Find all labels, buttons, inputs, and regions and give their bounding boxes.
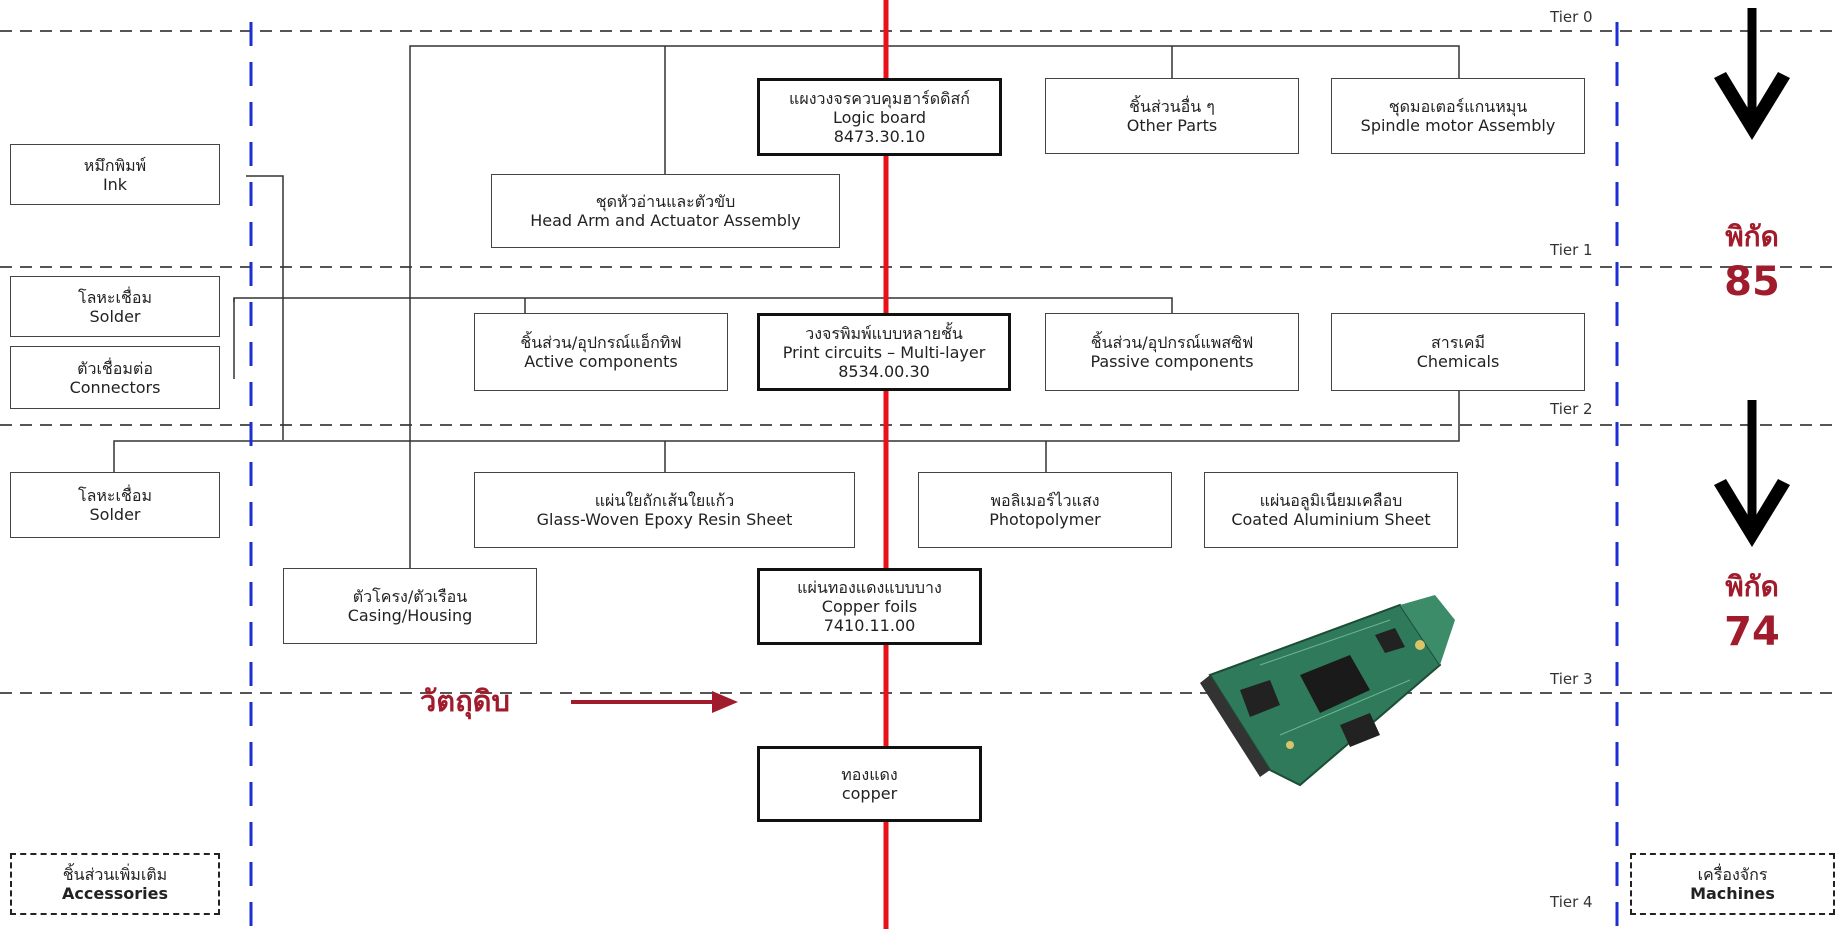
other-parts-en: Other Parts [1126,116,1218,135]
accessories-thai: ชิ้นส่วนเพิ่มเติม [62,865,168,884]
pcb-code: 8534.00.30 [838,361,930,381]
ink-box: หมึกพิมพ์ Ink [10,144,220,205]
pcb-en: Print circuits – Multi-layer [782,342,986,362]
glass-thai: แผ่นใยถักเส้นใยแก้ว [594,491,735,510]
logic-board-thai: แผงวงจรควบคุมฮาร์ดดิสก์ [789,88,970,108]
machines-box: เครื่องจักร Machines [1630,853,1835,915]
tariff-word: พิกัด [1725,220,1779,253]
tariff-number: 74 [1724,609,1780,655]
photopolymer-thai: พอลิเมอร์ไวแสง [990,491,1100,510]
casing-en: Casing/Housing [347,606,473,625]
photopolymer-box: พอลิเมอร์ไวแสง Photopolymer [918,472,1172,548]
circuit-board-image [1200,595,1455,787]
connectors-box: ตัวเชื่อมต่อ Connectors [10,346,220,409]
connectors-en: Connectors [69,377,161,397]
active-thai: ชิ้นส่วน/อุปกรณ์แอ็กทิฟ [520,333,682,352]
tariff-number: 85 [1724,259,1780,305]
tariff-word: พิกัด [1725,570,1779,603]
passive-thai: ชิ้นส่วน/อุปกรณ์แพสซิฟ [1090,333,1254,352]
chemicals-thai: สารเคมี [1430,333,1486,352]
tier-label: Tier 0 [1548,8,1595,26]
machines-thai: เครื่องจักร [1697,865,1768,884]
copper-foils-code: 7410.11.00 [823,616,916,635]
aluminium-thai: แผ่นอลูมิเนียมเคลือบ [1259,491,1403,510]
connectors-thai: ตัวเชื่อมต่อ [77,358,153,378]
logic-board-box: แผงวงจรควบคุมฮาร์ดดิสก์ Logic board 8473… [757,78,1002,156]
copper-box: ทองแดง copper [757,746,982,822]
other-parts-box: ชิ้นส่วนอื่น ๆ Other Parts [1045,78,1299,154]
solder-box-tier1: โลหะเชื่อม Solder [10,276,220,337]
down-arrow-icon [1714,8,1790,140]
logic-board-code: 8473.30.10 [833,126,926,146]
ink-en: Ink [102,174,128,194]
pcb-multilayer-box: วงจรพิมพ์แบบหลายชั้น Print circuits – Mu… [757,313,1011,391]
aluminium-en: Coated Aluminium Sheet [1231,510,1431,529]
casing-thai: ตัวโครง/ตัวเรือน [352,587,468,606]
glass-en: Glass-Woven Epoxy Resin Sheet [536,510,793,529]
tier-label: Tier 4 [1548,893,1595,911]
head-arm-thai: ชุดหัวอ่านและตัวขับ [595,192,736,211]
raw-material-label: วัตถุดิบ [420,684,510,718]
active-components-box: ชิ้นส่วน/อุปกรณ์แอ็กทิฟ Active component… [474,313,728,391]
tariff-74-label: พิกัด 74 [1703,565,1801,655]
pcb-thai: วงจรพิมพ์แบบหลายชั้น [805,323,963,343]
aluminium-sheet-box: แผ่นอลูมิเนียมเคลือบ Coated Aluminium Sh… [1204,472,1458,548]
active-en: Active components [524,352,678,371]
copper-en: copper [841,784,898,803]
head-arm-box: ชุดหัวอ่านและตัวขับ Head Arm and Actuato… [491,174,840,248]
casing-box: ตัวโครง/ตัวเรือน Casing/Housing [283,568,537,644]
passive-en: Passive components [1090,352,1254,371]
solder-en: Solder [89,306,141,326]
copper-foils-en: Copper foils [821,597,918,616]
accessories-box: ชิ้นส่วนเพิ่มเติม Accessories [10,853,220,915]
solder-thai: โลหะเชื่อม [77,287,153,307]
solder-en: Solder [89,505,141,524]
tier-separators [0,30,1839,694]
other-parts-thai: ชิ้นส่วนอื่น ๆ [1129,97,1215,116]
chemicals-box: สารเคมี Chemicals [1331,313,1585,391]
tier-label: Tier 1 [1548,241,1595,259]
tier-label: Tier 2 [1548,400,1595,418]
copper-foils-thai: แผ่นทองแดงแบบบาง [797,578,942,597]
spindle-box: ชุดมอเตอร์แกนหมุน Spindle motor Assembly [1331,78,1585,154]
ink-thai: หมึกพิมพ์ [83,155,147,175]
machines-en: Machines [1690,884,1775,903]
tier-label: Tier 3 [1548,670,1595,688]
head-arm-en: Head Arm and Actuator Assembly [530,211,801,230]
down-arrow-icon [1714,400,1790,547]
glass-sheet-box: แผ่นใยถักเส้นใยแก้ว Glass-Woven Epoxy Re… [474,472,855,548]
spindle-thai: ชุดมอเตอร์แกนหมุน [1388,97,1528,116]
copper-foils-box: แผ่นทองแดงแบบบาง Copper foils 7410.11.00 [757,568,982,645]
solder-box-tier2: โลหะเชื่อม Solder [10,472,220,538]
copper-thai: ทองแดง [841,765,898,784]
solder-thai: โลหะเชื่อม [77,486,153,505]
chemicals-en: Chemicals [1416,352,1500,371]
blue-divider-lines [249,22,1619,929]
raw-material-arrow [571,691,738,713]
photopolymer-en: Photopolymer [989,510,1101,529]
tariff-85-label: พิกัด 85 [1703,215,1801,305]
accessories-en: Accessories [62,884,168,903]
passive-components-box: ชิ้นส่วน/อุปกรณ์แพสซิฟ Passive component… [1045,313,1299,391]
spindle-en: Spindle motor Assembly [1360,116,1556,135]
logic-board-en: Logic board [832,107,927,127]
